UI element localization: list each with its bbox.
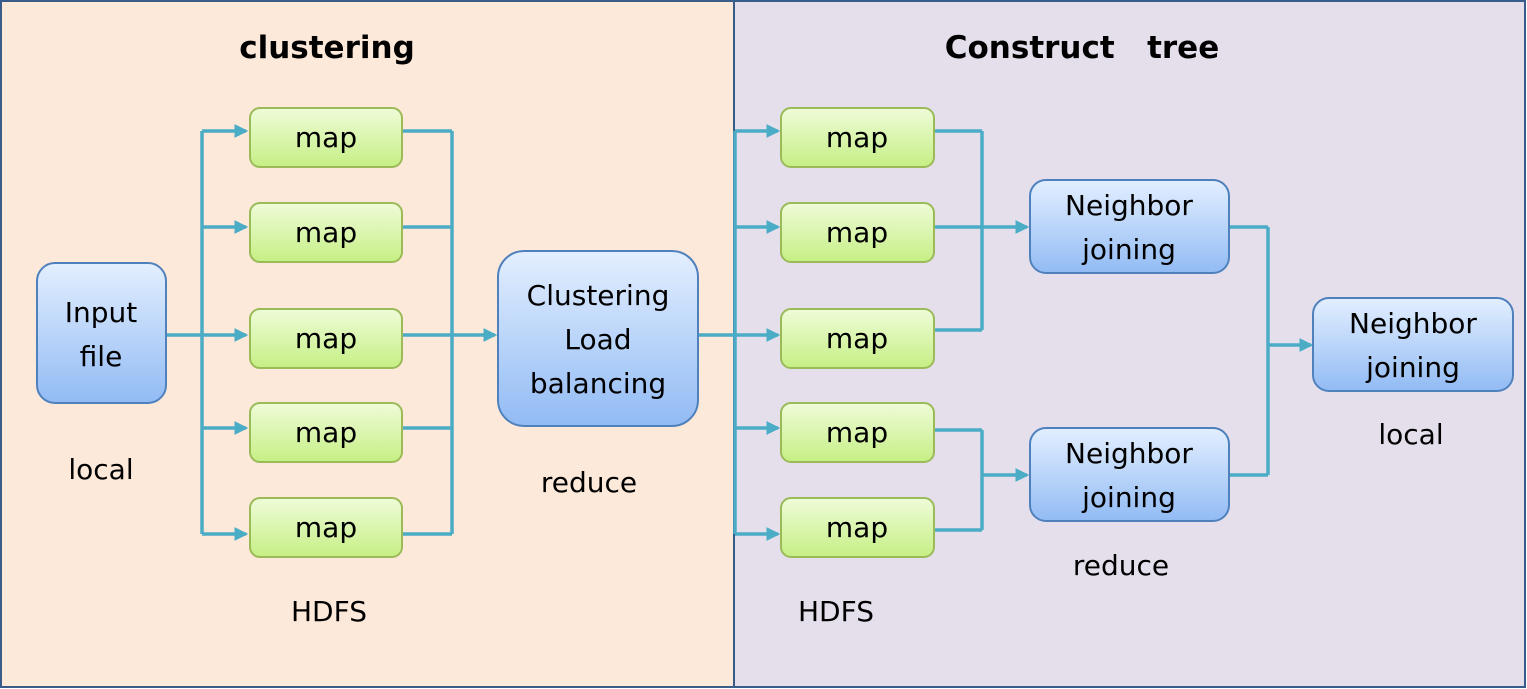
left-map-label: map	[295, 322, 357, 355]
right-map-label: map	[826, 511, 888, 544]
right-connectors	[698, 124, 1314, 541]
neighbor-joining-final-node: Neighbor joining	[1312, 297, 1514, 392]
right-map-node: map	[780, 202, 935, 263]
left-map-node: map	[249, 107, 403, 168]
right-map-label: map	[826, 121, 888, 154]
right-map-node: map	[780, 402, 935, 463]
left-map-label: map	[295, 511, 357, 544]
right-map-label: map	[826, 416, 888, 449]
right-hdfs-caption: HDFS	[798, 595, 874, 628]
neighbor-joining-top-node: Neighbor joining	[1029, 179, 1230, 274]
right-map-node: map	[780, 497, 935, 558]
construct-tree-title: Construct tree	[945, 30, 1219, 66]
reducer-line2: Load	[564, 323, 631, 356]
left-map-node: map	[249, 402, 403, 463]
nj-top-line2: joining	[1081, 233, 1176, 266]
nj-bottom-line1: Neighbor	[1065, 437, 1193, 470]
reducer-line3: balancing	[530, 367, 666, 400]
clustering-title: clustering	[239, 30, 415, 66]
right-map-node: map	[780, 107, 935, 168]
left-hdfs-caption: HDFS	[291, 595, 367, 628]
final-local-caption: local	[1378, 418, 1443, 451]
right-map-label: map	[826, 216, 888, 249]
input-file-line1: Input	[65, 296, 138, 329]
left-map-node: map	[249, 308, 403, 369]
reducer-line1: Clustering	[527, 279, 670, 312]
left-map-label: map	[295, 216, 357, 249]
nj-reduce-caption: reduce	[1073, 549, 1169, 582]
left-map-node: map	[249, 497, 403, 558]
input-local-caption: local	[68, 453, 133, 486]
clustering-reducer-node: Clustering Load balancing	[497, 250, 699, 427]
nj-bottom-line2: joining	[1081, 481, 1176, 514]
left-map-label: map	[295, 121, 357, 154]
left-map-node: map	[249, 202, 403, 263]
nj-final-line1: Neighbor	[1349, 307, 1477, 340]
right-map-node: map	[780, 308, 935, 369]
left-connectors	[166, 124, 498, 541]
input-file-node: Input file	[36, 262, 167, 404]
nj-top-line1: Neighbor	[1065, 189, 1193, 222]
left-map-label: map	[295, 416, 357, 449]
clustering-reduce-caption: reduce	[541, 466, 637, 499]
input-file-line2: file	[80, 340, 123, 373]
nj-final-line2: joining	[1365, 351, 1460, 384]
neighbor-joining-bottom-node: Neighbor joining	[1029, 427, 1230, 522]
right-map-label: map	[826, 322, 888, 355]
